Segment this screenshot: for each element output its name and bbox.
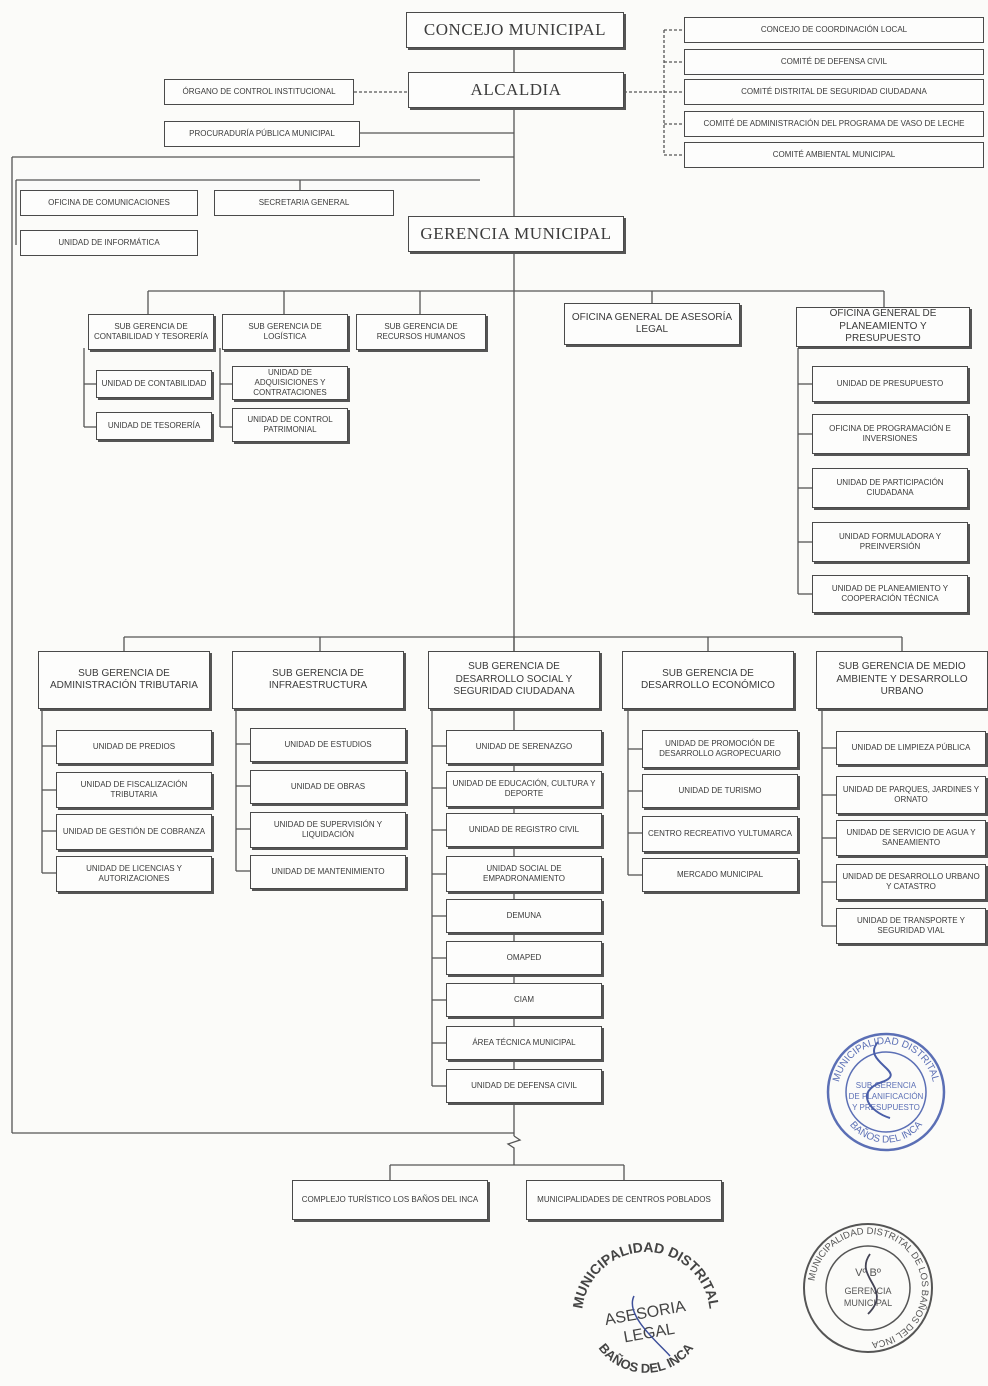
logistica-box: SUB GERENCIA DE LOGÍSTICA xyxy=(222,314,348,350)
asesoria-legal-box: OFICINA GENERAL DE ASESORÍA LEGAL xyxy=(564,303,740,345)
unit-box: DEMUNA xyxy=(446,899,602,933)
unit-box: UNIDAD DE SERVICIO DE AGUA Y SANEAMIENTO xyxy=(836,820,986,856)
comunicaciones-box: OFICINA DE COMUNICACIONES xyxy=(20,190,198,216)
procuraduria-box: PROCURADURÍA PÚBLICA MUNICIPAL xyxy=(164,121,360,147)
unit-box: CENTRO RECREATIVO YULTUMARCA xyxy=(642,816,798,852)
stamp-c-line-2: GERENCIA xyxy=(844,1286,891,1296)
unit-box: UNIDAD DE PARTICIPACIÓN CIUDADANA xyxy=(812,468,968,508)
unit-box: UNIDAD DE SUPERVISIÓN Y LIQUIDACIÓN xyxy=(250,812,406,848)
planeamiento-box: OFICINA GENERAL DE PLANEAMIENTO Y PRESUP… xyxy=(796,307,970,347)
concejo-municipal-box: CONCEJO MUNICIPAL xyxy=(406,12,624,48)
unit-box: UNIDAD DE SERENAZGO xyxy=(446,730,602,764)
unit-box: UNIDAD DE PREDIOS xyxy=(56,730,212,764)
stamp-c-line-3: MUNICIPAL xyxy=(844,1298,892,1308)
unit-box: UNIDAD DE CONTROL PATRIMONIAL xyxy=(232,408,348,442)
svg-text:BAÑOS DEL INCA: BAÑOS DEL INCA xyxy=(596,1340,697,1376)
subgerencia-box: SUB GERENCIA DE ADMINISTRACIÓN TRIBUTARI… xyxy=(38,651,210,709)
stamp-a-ring-top: MUNICIPALIDAD DISTRITAL xyxy=(831,1036,941,1084)
unit-box: UNIDAD DE DESARROLLO URBANO Y CATASTRO xyxy=(836,864,986,900)
stamp-asesoria-legal: MUNICIPALIDAD DISTRITAL BAÑOS DEL INCA A… xyxy=(569,1239,722,1376)
unit-box: UNIDAD DE EDUCACIÓN, CULTURA Y DEPORTE xyxy=(446,771,602,807)
unit-box: UNIDAD DE PARQUES, JARDINES Y ORNATO xyxy=(836,776,986,814)
unit-box: UNIDAD DE GESTIÓN DE COBRANZA xyxy=(56,814,212,850)
unit-box: UNIDAD DE REGISTRO CIVIL xyxy=(446,813,602,847)
gerencia-municipal-box: GERENCIA MUNICIPAL xyxy=(408,216,624,252)
council-box: COMITÉ DE DEFENSA CIVIL xyxy=(684,49,984,75)
control-institucional-box: ÓRGANO DE CONTROL INSTITUCIONAL xyxy=(164,79,354,105)
stamp-a-line-3: Y PRESUPUESTO xyxy=(852,1103,920,1112)
unit-box: UNIDAD DE LIMPIEZA PÚBLICA xyxy=(836,731,986,765)
subgerencia-box: SUB GERENCIA DE DESARROLLO ECONÓMICO xyxy=(622,651,794,709)
stamp-a-line-2: DE PLANIFICACIÓN xyxy=(849,1092,924,1101)
stamp-planificacion: MUNICIPALIDAD DISTRITAL BAÑOS DEL INCA S… xyxy=(826,1032,946,1152)
unit-box: UNIDAD DE TESORERÍA xyxy=(96,412,212,440)
unit-box: UNIDAD DE PLANEAMIENTO Y COOPERACIÓN TÉC… xyxy=(812,575,968,613)
stamp-b-line-1: ASESORIA xyxy=(603,1298,687,1329)
council-box: COMITÉ DE ADMINISTRACIÓN DEL PROGRAMA DE… xyxy=(684,111,984,137)
stamp-a-line-1: SUB GERENCIA xyxy=(856,1081,917,1090)
stamp-b-ring-bottom: BAÑOS DEL INCA xyxy=(596,1340,697,1376)
rrhh-box: SUB GERENCIA DE RECURSOS HUMANOS xyxy=(356,314,486,350)
unit-box: OMAPED xyxy=(446,941,602,975)
complejo-turistico-box: COMPLEJO TURÍSTICO LOS BAÑOS DEL INCA xyxy=(292,1180,488,1220)
unit-box: OFICINA DE PROGRAMACIÓN E INVERSIONES xyxy=(812,414,968,454)
alcaldia-box: ALCALDIA xyxy=(408,72,624,108)
unit-box: UNIDAD DE FISCALIZACIÓN TRIBUTARIA xyxy=(56,772,212,808)
subgerencia-box: SUB GERENCIA DE DESARROLLO SOCIAL Y SEGU… xyxy=(428,651,600,709)
unit-box: MERCADO MUNICIPAL xyxy=(642,858,798,892)
stamp-b-ring-top: MUNICIPALIDAD DISTRITAL xyxy=(569,1239,722,1310)
unit-box: UNIDAD DE TRANSPORTE Y SEGURIDAD VIAL xyxy=(836,908,986,944)
stamp-gerencia: MUNICIPALIDAD DISTRITAL DE LOS BAÑOS DEL… xyxy=(803,1223,933,1353)
unit-box: UNIDAD DE TURISMO xyxy=(642,774,798,808)
unit-box: ÁREA TÉCNICA MUNICIPAL xyxy=(446,1026,602,1060)
contabilidad-box: SUB GERENCIA DE CONTABILIDAD Y TESORERÍA xyxy=(88,314,214,350)
centros-poblados-box: MUNICIPALIDADES DE CENTROS POBLADOS xyxy=(526,1180,722,1220)
unit-box: UNIDAD DE OBRAS xyxy=(250,770,406,804)
svg-text:MUNICIPALIDAD DISTRITAL: MUNICIPALIDAD DISTRITAL xyxy=(831,1036,941,1084)
unit-box: UNIDAD DE LICENCIAS Y AUTORIZACIONES xyxy=(56,856,212,892)
unit-box: UNIDAD DE CONTABILIDAD xyxy=(96,370,212,398)
unit-box: UNIDAD DE ADQUISICIONES Y CONTRATACIONES xyxy=(232,366,348,400)
council-box: CONCEJO DE COORDINACIÓN LOCAL xyxy=(684,17,984,43)
council-box: COMITÉ DISTRITAL DE SEGURIDAD CIUDADANA xyxy=(684,79,984,105)
unit-box: CIAM xyxy=(446,983,602,1017)
unit-box: UNIDAD SOCIAL DE EMPADRONAMIENTO xyxy=(446,856,602,892)
unit-box: UNIDAD DE PROMOCIÓN DE DESARROLLO AGROPE… xyxy=(642,730,798,768)
unit-box: UNIDAD DE DEFENSA CIVIL xyxy=(446,1069,602,1103)
council-box: COMITÉ AMBIENTAL MUNICIPAL xyxy=(684,142,984,168)
unit-box: UNIDAD DE ESTUDIOS xyxy=(250,728,406,762)
svg-text:MUNICIPALIDAD DISTRITAL: MUNICIPALIDAD DISTRITAL xyxy=(569,1239,722,1310)
unit-box: UNIDAD DE PRESUPUESTO xyxy=(812,366,968,402)
informatica-box: UNIDAD DE INFORMÁTICA xyxy=(20,230,198,256)
subgerencia-box: SUB GERENCIA DE INFRAESTRUCTURA xyxy=(232,651,404,709)
subgerencia-box: SUB GERENCIA DE MEDIO AMBIENTE Y DESARRO… xyxy=(816,651,988,709)
secretaria-box: SECRETARIA GENERAL xyxy=(214,190,394,216)
unit-box: UNIDAD FORMULADORA Y PREINVERSIÓN xyxy=(812,522,968,562)
unit-box: UNIDAD DE MANTENIMIENTO xyxy=(250,855,406,889)
